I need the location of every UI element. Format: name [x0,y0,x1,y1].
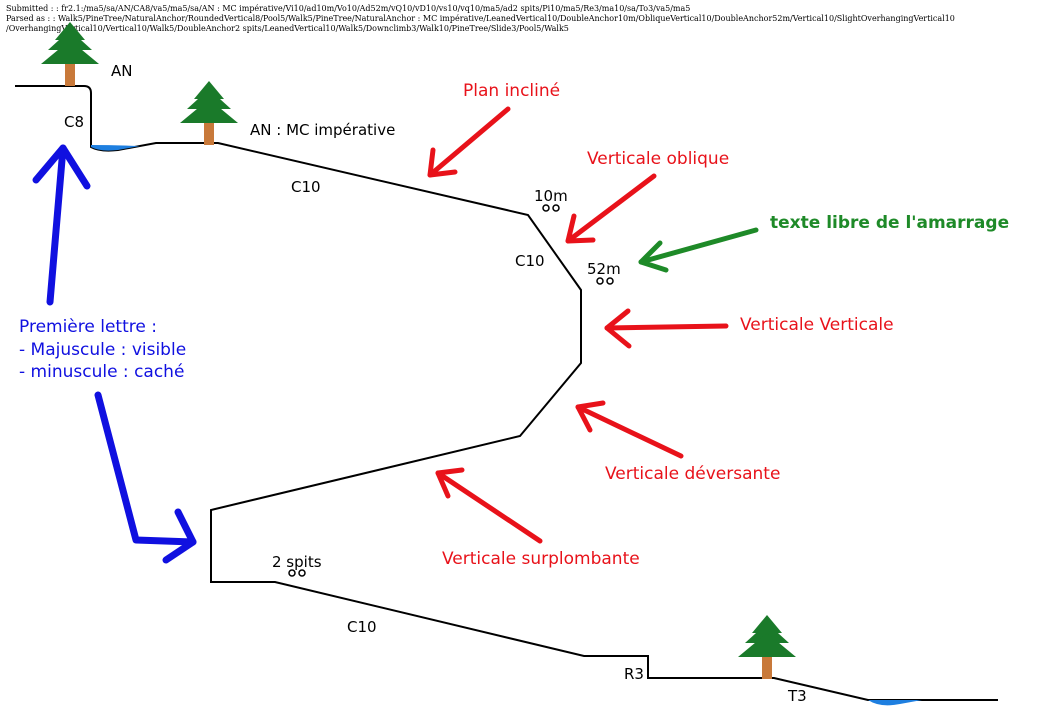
label-anchor-52m: 52m [587,260,621,278]
label-anchor-2spits: 2 spits [272,553,322,571]
label-c10-bottom: C10 [347,618,377,636]
annotation-minuscule: - minuscule : caché [19,362,184,382]
label-an-top: AN [111,62,132,80]
label-c10-oblique: C10 [515,252,545,270]
parsed-line-1: Parsed as : : Walk5/PineTree/NaturalAnch… [6,14,955,23]
arrow-icon [32,144,91,306]
double-anchor-icon [542,204,560,212]
annotation-plan-incline: Plan incliné [463,81,560,101]
arrow-icon [638,227,759,273]
arrow-icon [435,467,543,544]
double-anchor-icon [596,277,614,285]
annotation-premiere-lettre: Première lettre : [19,317,157,337]
label-c10-leaned: C10 [291,178,321,196]
annotation-verticale-oblique: Verticale oblique [587,149,729,169]
pine-tree-icon [738,615,796,679]
pine-tree-icon [180,81,238,145]
label-t3: T3 [787,687,807,705]
arrow-icon [565,173,657,244]
annotation-majuscule: - Majuscule : visible [19,340,186,360]
water-pool-icon [868,700,922,706]
annotation-texte-libre: texte libre de l'amarrage [770,213,1009,233]
submitted-line: Submitted : : fr2.1:/ma5/sa/AN/CA8/va5/m… [6,4,691,13]
label-c8: C8 [64,113,84,131]
arrow-icon [604,308,729,349]
annotation-verticale-deversante: Verticale déversante [605,464,780,484]
water-pool-icon [91,145,140,151]
label-anchor-10m: 10m [534,187,568,205]
arrow-icon [94,391,197,564]
parsed-line-2: /OverhangingVertical10/Vertical10/Walk5/… [6,24,569,33]
label-an-mc: AN : MC impérative [250,121,395,139]
annotation-verticale-surplombante: Verticale surplombante [442,549,640,569]
canyon-profile-line [15,85,998,701]
label-r3: R3 [624,665,644,683]
arrow-icon [575,400,684,459]
arrow-icon [427,106,511,178]
pine-tree-icon [41,22,99,86]
annotation-verticale-verticale: Verticale Verticale [740,315,894,335]
